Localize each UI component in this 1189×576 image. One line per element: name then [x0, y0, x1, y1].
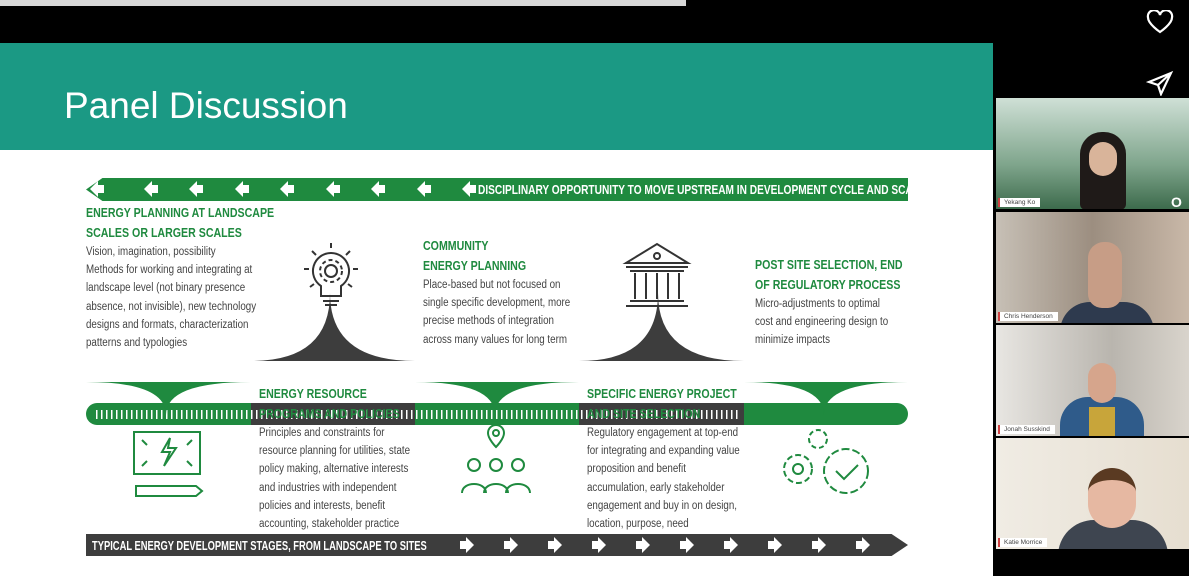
stage-heading: PROGRAMS AND POLICIES — [259, 407, 400, 421]
stage-heading: COMMUNITY — [423, 239, 489, 253]
left-arrow-icon — [462, 181, 476, 197]
stage-description: cost and engineering design to — [755, 316, 889, 329]
timeline-connectors — [86, 293, 908, 415]
right-arrow-icon — [856, 537, 870, 553]
stage-description: accumulation, early stakeholder — [587, 481, 725, 494]
left-arrow-icon — [90, 181, 104, 197]
lightbulb-gear-icon — [304, 243, 358, 306]
stage-landscape: ENERGY PLANNING AT LANDSCAPE SCALES OR LA… — [86, 203, 307, 352]
send-icon[interactable] — [1146, 70, 1174, 96]
video-tile[interactable]: Jonah Susskind — [996, 325, 1189, 436]
right-arrow-icon — [812, 537, 826, 553]
stage-description: location, purpose, need — [587, 518, 689, 531]
stage-description: Regulatory engagement at top-end — [587, 427, 739, 439]
browser-top-bar — [0, 0, 686, 6]
stage-heading: POST SITE SELECTION, END — [755, 258, 903, 272]
timeline-ticks — [96, 410, 738, 419]
right-arrow-icon — [768, 537, 782, 553]
gears-check-icon — [783, 429, 869, 494]
stage-description: Vision, imagination, possibility — [86, 246, 216, 258]
community-location-icon — [461, 423, 531, 494]
slide-title: Panel Discussion — [64, 85, 348, 126]
stage-post-site: POST SITE SELECTION, END OF REGULATORY PR… — [755, 255, 929, 350]
right-arrow-icon — [504, 537, 518, 553]
presentation-slide: Panel Discussion DISCIPLINARY OPPORTUNIT… — [0, 43, 993, 576]
video-tile[interactable]: Katie Morrice — [996, 438, 1189, 549]
development-stages-banner — [86, 534, 908, 556]
left-arrow-icon — [371, 181, 385, 197]
right-arrow-icon — [548, 537, 562, 553]
left-arrow-icon — [280, 181, 294, 197]
stage-heading: SCALES OR LARGER SCALES — [86, 226, 242, 240]
stage-description: absence, not invisible), new technology — [86, 300, 257, 313]
left-arrow-icon — [189, 181, 203, 197]
heart-icon[interactable] — [1146, 10, 1174, 34]
right-arrow-icon — [724, 537, 738, 553]
participant-name: Katie Morrice — [998, 538, 1048, 547]
stage-description: resource planning for utilities, state — [259, 445, 411, 458]
stage-heading: AND SITE SELECTION — [587, 407, 701, 421]
stage-heading: ENERGY PLANNING — [423, 259, 527, 273]
stage-description: engagement and buy in on design, — [587, 499, 738, 512]
stage-description: Methods for working and integrating at — [86, 264, 253, 277]
stage-description: policy making, alternative interests — [259, 463, 409, 476]
stage-community: COMMUNITY ENERGY PLANNING Place-based but … — [423, 236, 596, 349]
stage-description: single specific development, more — [423, 297, 571, 310]
left-arrow-icon — [143, 181, 158, 197]
stage-description: accounting, stakeholder practice — [259, 518, 400, 531]
government-building-icon — [622, 242, 692, 307]
upstream-banner-label: DISCIPLINARY OPPORTUNITY TO MOVE UPSTREA… — [478, 182, 926, 197]
stage-heading: SPECIFIC ENERGY PROJECT — [587, 387, 737, 401]
stage-description: landscape level (not binary presence — [86, 282, 246, 295]
timeline-segment — [744, 403, 908, 425]
right-arrow-icon — [460, 537, 474, 553]
stage-policies: ENERGY RESOURCE PROGRAMS AND POLICIES Prin… — [259, 384, 437, 533]
stage-description: Principles and constraints for — [259, 427, 385, 439]
upstream-banner — [86, 178, 908, 201]
stage-description: across many values for long term — [423, 333, 567, 346]
stage-description: Micro-adjustments to optimal — [755, 298, 880, 310]
video-tile[interactable]: Chris Henderson — [996, 212, 1189, 323]
left-arrow-icon — [325, 181, 340, 197]
development-stages-label: TYPICAL ENERGY DEVELOPMENT STAGES, FROM … — [92, 538, 427, 553]
stage-project: SPECIFIC ENERGY PROJECT AND SITE SELECTIO… — [587, 384, 767, 533]
right-arrow-icon — [680, 537, 694, 553]
stage-description: proposition and benefit — [587, 463, 686, 476]
logo-mark: O — [1171, 194, 1182, 209]
participant-name: Jonah Susskind — [998, 425, 1055, 434]
video-tile[interactable]: O Yekang Ko — [996, 98, 1189, 209]
stage-description: designs and formats, characterization — [86, 318, 249, 331]
stage-description: and industries with independent — [259, 481, 397, 494]
participant-name: Yekang Ko — [998, 198, 1041, 207]
stage-description: patterns and typologies — [86, 337, 188, 350]
right-arrow-icon — [636, 537, 650, 553]
slide-header: Panel Discussion — [0, 43, 993, 150]
blueprint-energy-icon — [133, 431, 204, 497]
left-arrow-icon — [234, 181, 249, 197]
stage-heading: ENERGY PLANNING AT LANDSCAPE — [86, 206, 275, 220]
stage-description: minimize impacts — [755, 334, 830, 347]
stage-heading: ENERGY RESOURCE — [259, 387, 367, 401]
stage-heading: OF REGULATORY PROCESS — [755, 278, 901, 292]
right-arrow-icon — [592, 537, 606, 553]
stage-description: precise methods of integration — [423, 315, 554, 328]
stage-description: for integrating and expanding value — [587, 445, 740, 458]
stage-description: Place-based but not focused on — [423, 279, 561, 291]
participant-name: Chris Henderson — [998, 312, 1058, 321]
stage-description: policies and interests, benefit — [259, 499, 386, 512]
left-arrow-icon — [416, 181, 431, 197]
